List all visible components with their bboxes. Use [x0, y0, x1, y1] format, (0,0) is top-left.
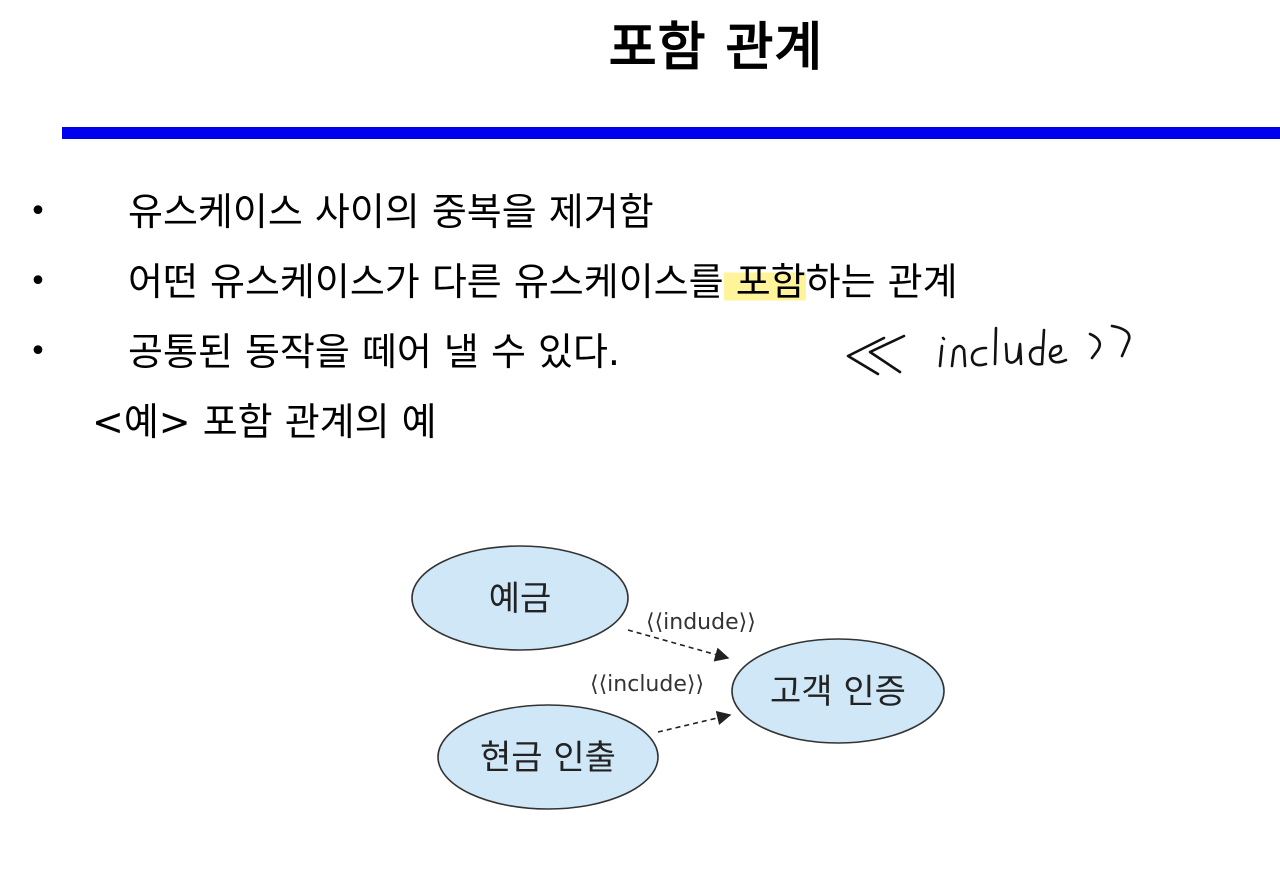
usecase-label: 현금 인출	[480, 738, 616, 778]
bullet-text: 어떤 유스케이스가 다른 유스케이스를 포함하는 관계	[128, 254, 958, 310]
usecase-deposit: 예금	[411, 545, 629, 651]
bullet-text: 공통된 동작을 떼어 낼 수 있다.	[128, 330, 620, 374]
bullet-text: 유스케이스 사이의 중복을 제거함	[128, 190, 654, 234]
highlighted-text: 포함	[723, 260, 806, 304]
handwritten-include-note	[846, 324, 1131, 376]
usecase-ellipse	[411, 545, 629, 651]
relation-deposit-auth: ⟨⟨indude⟩⟩	[627, 610, 756, 662]
bullet-dot-icon: •	[29, 334, 47, 369]
bullet-text-part: 하는 관계	[805, 260, 958, 304]
usecase-label: 고객 인증	[770, 672, 906, 712]
bullet-dot-icon: •	[29, 264, 47, 299]
usecase-label: 예금	[489, 579, 552, 619]
title-divider	[62, 127, 1280, 139]
slide-title: 포함 관계	[608, 18, 824, 78]
usecase-ellipse	[731, 638, 945, 744]
relation-withdraw-auth: ⟨⟨include⟩⟩	[590, 672, 732, 733]
usecase-auth: 고객 인증	[731, 638, 945, 744]
include-stereotype-label: ⟨⟨indude⟩⟩	[646, 610, 756, 635]
usecase-ellipse	[437, 704, 659, 810]
include-arrow	[657, 710, 732, 733]
example-label: <예> 포함 관계의 예	[92, 400, 437, 444]
bullet-text-part: 어떤 유스케이스가 다른 유스케이스를	[128, 260, 724, 304]
usecase-withdraw: 현금 인출	[437, 704, 659, 810]
include-stereotype-label: ⟨⟨include⟩⟩	[590, 672, 704, 697]
bullet-dot-icon: •	[29, 194, 47, 229]
